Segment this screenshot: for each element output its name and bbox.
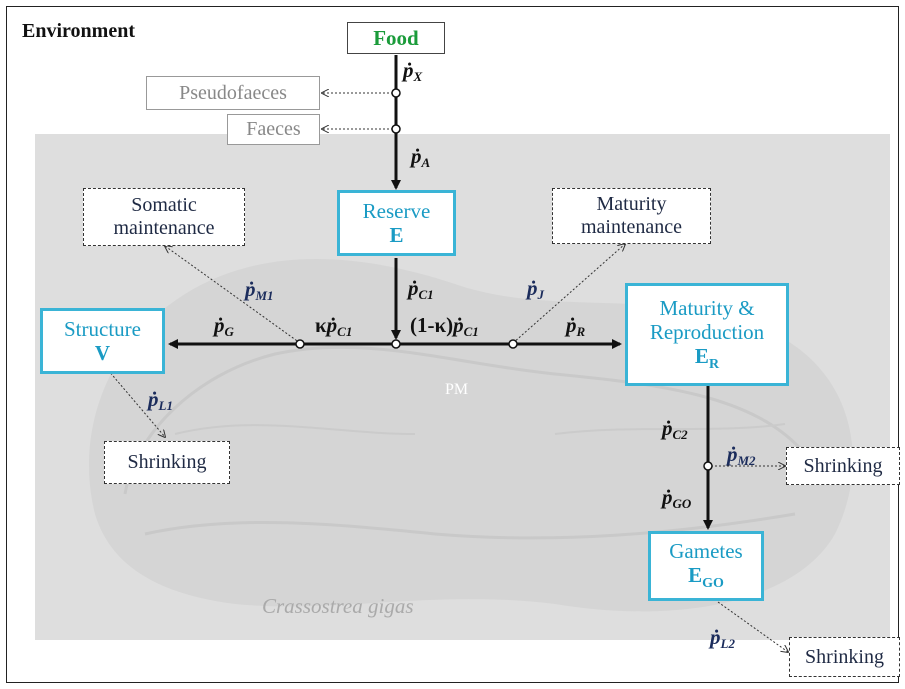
faeces-label: Faeces [246, 118, 301, 140]
gametes-label: Gametes [669, 539, 743, 564]
shrinking-gametes-label: Shrinking [805, 645, 884, 668]
maturity-reproduction-box: Maturity & Reproduction ER [625, 283, 789, 386]
node-kappa [295, 339, 305, 349]
node-one-minus-kappa [508, 339, 518, 349]
reserve-box: Reserve E [337, 190, 456, 256]
gametes-box: Gametes EGO [648, 531, 764, 601]
food-box: Food [347, 22, 445, 54]
node-food [391, 88, 401, 98]
species-label: Crassostrea gigas [262, 594, 414, 618]
structure-label: Structure [64, 316, 141, 341]
pm-label: PM [445, 381, 469, 398]
flux-pr: ṗR [566, 313, 586, 339]
shrinking-structure-label: Shrinking [127, 451, 207, 473]
flux-pm1: ṗM1 [245, 277, 274, 303]
structure-symbol: V [94, 341, 111, 365]
maturity-maintenance-line1: Maturity [596, 193, 667, 215]
shrinking-gametes-box: Shrinking [789, 637, 900, 677]
flux-pj: ṗJ [527, 276, 544, 302]
flux-pc2: ṗC2 [662, 416, 688, 442]
flux-pg: ṗG [214, 313, 234, 339]
node-maturity-shrinking [703, 461, 713, 471]
somatic-maintenance-line1: Somatic [131, 194, 197, 216]
structure-box: Structure V [40, 308, 165, 374]
flux-pc1: ṗC1 [408, 276, 434, 302]
flux-kappa-pc1: κṗC1 [315, 313, 353, 339]
gametes-symbol: EGO [688, 563, 724, 592]
flux-pgo: ṗGO [662, 485, 692, 511]
maturity-reproduction-symbol: ER [694, 344, 720, 373]
maturity-maintenance-box: Maturity maintenance [552, 188, 711, 244]
somatic-maintenance-box: Somatic maintenance [83, 188, 245, 246]
environment-frame [6, 6, 899, 683]
to-maturity-maintenance-arrow [512, 244, 625, 344]
maturity-reproduction-line1: Maturity & [659, 295, 755, 320]
shrinking-maturity-box: Shrinking [786, 447, 900, 485]
pseudofaeces-box: Pseudofaeces [146, 76, 320, 110]
food-label: Food [373, 25, 419, 50]
flux-pl1: ṗL1 [148, 387, 173, 413]
faeces-box: Faeces [227, 114, 320, 145]
pseudofaeces-label: Pseudofaeces [179, 81, 287, 104]
flux-pl2: ṗL2 [710, 625, 735, 651]
node-junction [391, 339, 401, 349]
flux-pm2: ṗM2 [727, 442, 756, 468]
environment-label: Environment [22, 20, 135, 42]
flux-pa: ṗA [411, 144, 431, 170]
maturity-maintenance-line2: maintenance [580, 216, 683, 238]
shrinking-structure-box: Shrinking [104, 441, 230, 484]
node-faeces [391, 124, 401, 134]
shrinking-maturity-label: Shrinking [803, 454, 883, 477]
somatic-maintenance-line2: maintenance [113, 217, 215, 239]
reserve-label: Reserve [362, 198, 431, 223]
flux-px: ṗX [403, 58, 423, 84]
flux-one-minus-kappa-pc1: (1-κ)ṗC1 [410, 313, 479, 339]
reserve-symbol: E [389, 223, 404, 247]
maturity-reproduction-line2: Reproduction [649, 319, 765, 344]
structure-to-shrinking-arrow [107, 369, 165, 437]
